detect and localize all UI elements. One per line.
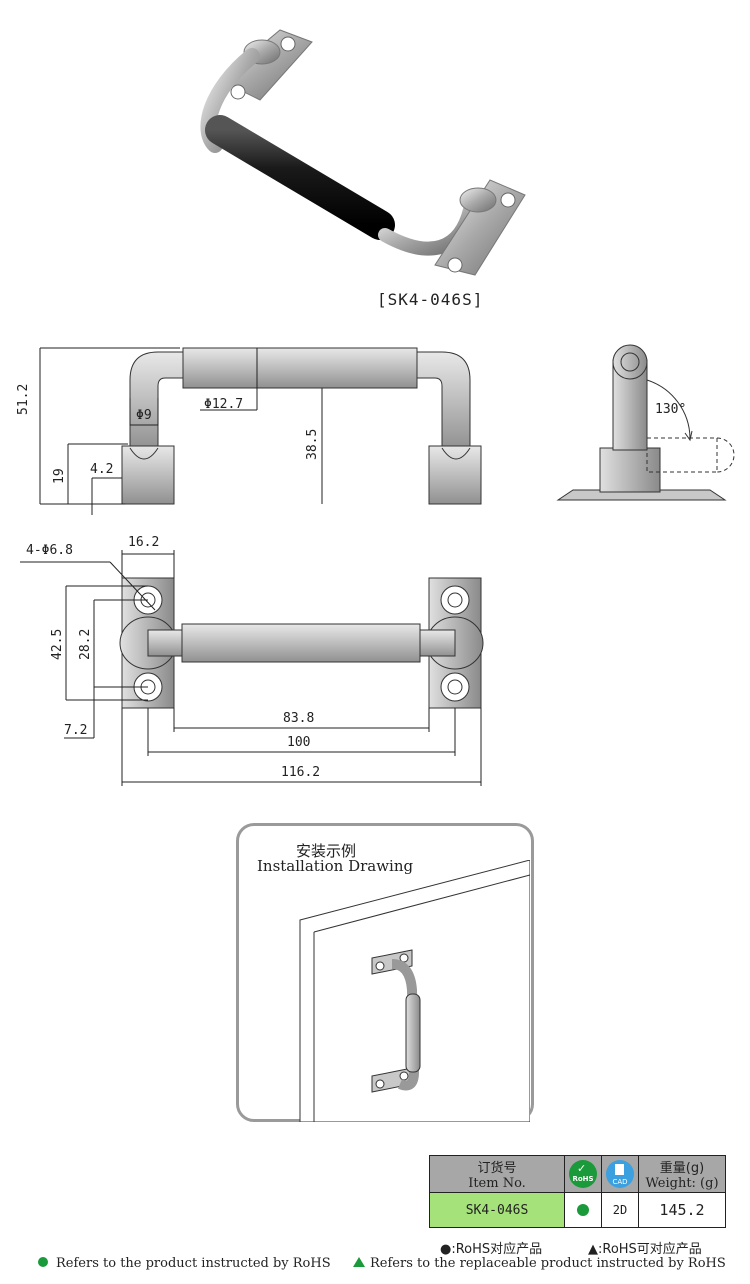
installation-title-en: Installation Drawing [257,857,414,875]
rohs-value [564,1192,602,1228]
dim-angle: 130° [655,402,687,417]
product-photo [200,29,526,276]
side-view-drawing [556,344,735,501]
dim-overall: 116.2 [281,765,321,780]
installation-title-cn: 安装示例 [296,842,357,860]
triangle-icon [353,1257,365,1267]
order-table: 订货号 Item No. ✓ RoHS CAD 重量(g) Weight: (g… [429,1155,726,1228]
weight-header-en: Weight: (g) [645,1176,719,1191]
dim-holes: 4-Φ6.8 [26,543,73,558]
dim-edge: 7.2 [64,723,88,738]
item-header-en: Item No. [468,1176,526,1191]
dim-center: 100 [287,735,311,750]
item-header-cn: 订货号 [477,1161,517,1176]
installation-illustration [299,860,530,1122]
dim-hole-pitch: 42.5 [50,628,65,660]
weight-header: 重量(g) Weight: (g) [638,1155,726,1193]
legend-rohs-cn: ●:RoHS对应产品 [440,1242,543,1257]
item-header: 订货号 Item No. [429,1155,565,1193]
dim-base-width: 16.2 [128,535,160,550]
cad-value: 2D [601,1192,639,1228]
cad-file-icon: CAD [606,1160,634,1188]
dim-grip-height: 38.5 [305,428,320,460]
dim-rod-dia: Φ9 [136,408,152,423]
rohs-badge-icon: ✓ RoHS [569,1160,597,1188]
rohs-dot-icon [38,1257,48,1267]
dim-grip-len: 83.8 [283,711,315,726]
dim-grip-dia: Φ12.7 [204,397,244,412]
model-label: [SK4-046S] [377,290,484,309]
top-view-drawing [20,550,484,786]
weight-value: 145.2 [638,1192,726,1228]
front-view-drawing [39,347,482,515]
legend-rohs-en: Refers to the product instructed by RoHS [38,1256,331,1271]
dim-height-base: 19 [52,468,67,484]
item-value: SK4-046S [429,1192,565,1228]
dim-inner-pitch: 28.2 [78,628,93,660]
cad-header: CAD [601,1155,639,1193]
legend-replace-cn: ▲:RoHS可对应产品 [588,1242,702,1257]
rohs-header: ✓ RoHS [564,1155,602,1193]
dim-offset: 4.2 [90,462,114,477]
rohs-dot-icon [577,1203,589,1216]
legend-replace-en: Refers to the replaceable product instru… [353,1256,726,1271]
dim-height-total: 51.2 [16,383,31,415]
weight-header-cn: 重量(g) [659,1161,705,1176]
